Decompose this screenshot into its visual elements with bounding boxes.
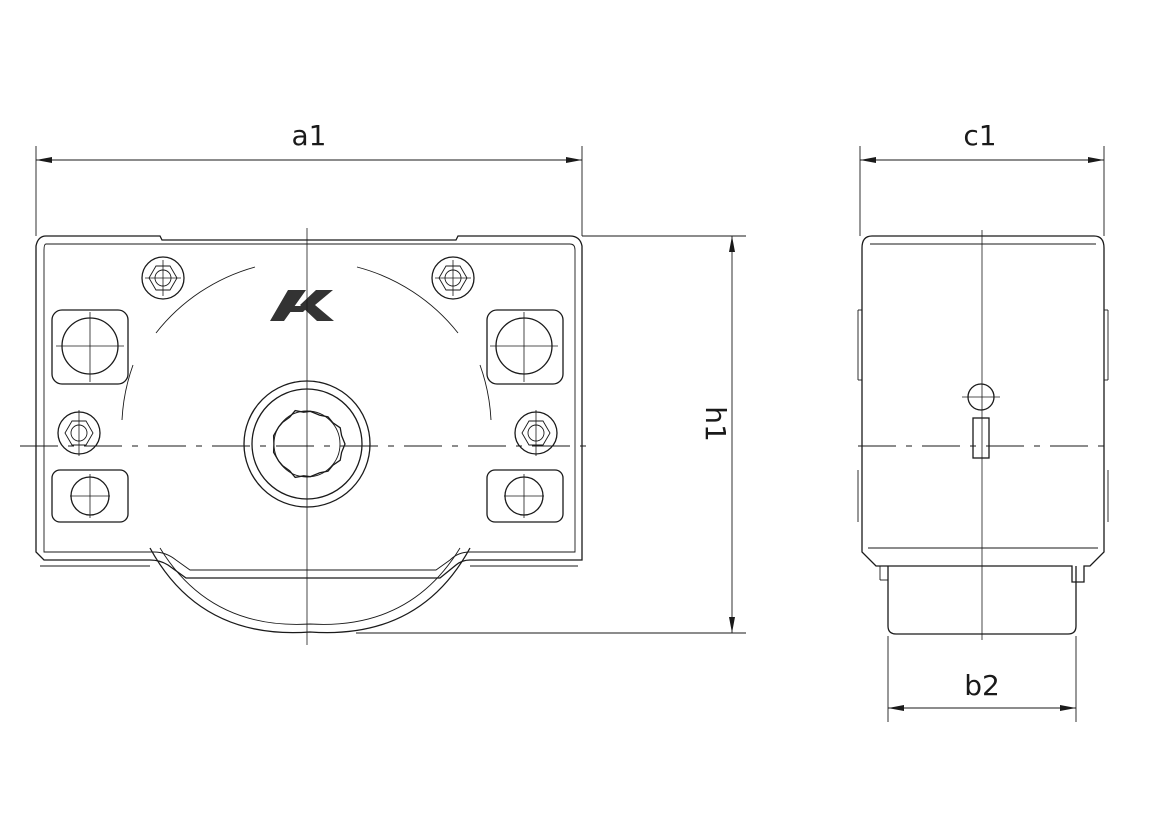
pad-top-left — [51, 309, 129, 385]
side-indicator-slot — [972, 417, 990, 459]
front-housing-inner — [43, 243, 576, 571]
side-housing-outline — [861, 235, 1105, 583]
side-view — [857, 230, 1109, 640]
dimension-label-h1: h1 — [699, 406, 732, 442]
dimension-h1: h1 — [356, 235, 746, 634]
dimension-label-b2: b2 — [964, 669, 1000, 702]
pad-bottom-left — [51, 469, 129, 523]
front-housing-arc-lower-left — [121, 364, 134, 421]
pad-bottom-right — [486, 469, 564, 523]
front-housing-arc-left — [155, 266, 256, 334]
dimension-c1: c1 — [859, 119, 1105, 236]
pad-top-right — [486, 309, 564, 385]
dimension-b2: b2 — [887, 636, 1077, 722]
front-drum-arc — [149, 547, 471, 634]
dimension-a1: a1 — [35, 119, 583, 236]
dimension-label-a1: a1 — [292, 119, 327, 152]
front-housing-outline — [35, 235, 583, 579]
front-housing-arc-right — [356, 266, 459, 334]
hub-spline-bore — [272, 409, 346, 479]
front-drum-arc-inner — [159, 547, 461, 625]
front-housing-arc-lower-right — [479, 364, 492, 421]
front-view — [20, 228, 596, 645]
manufacturer-logo-icon — [270, 290, 334, 321]
dimension-label-c1: c1 — [963, 119, 996, 152]
